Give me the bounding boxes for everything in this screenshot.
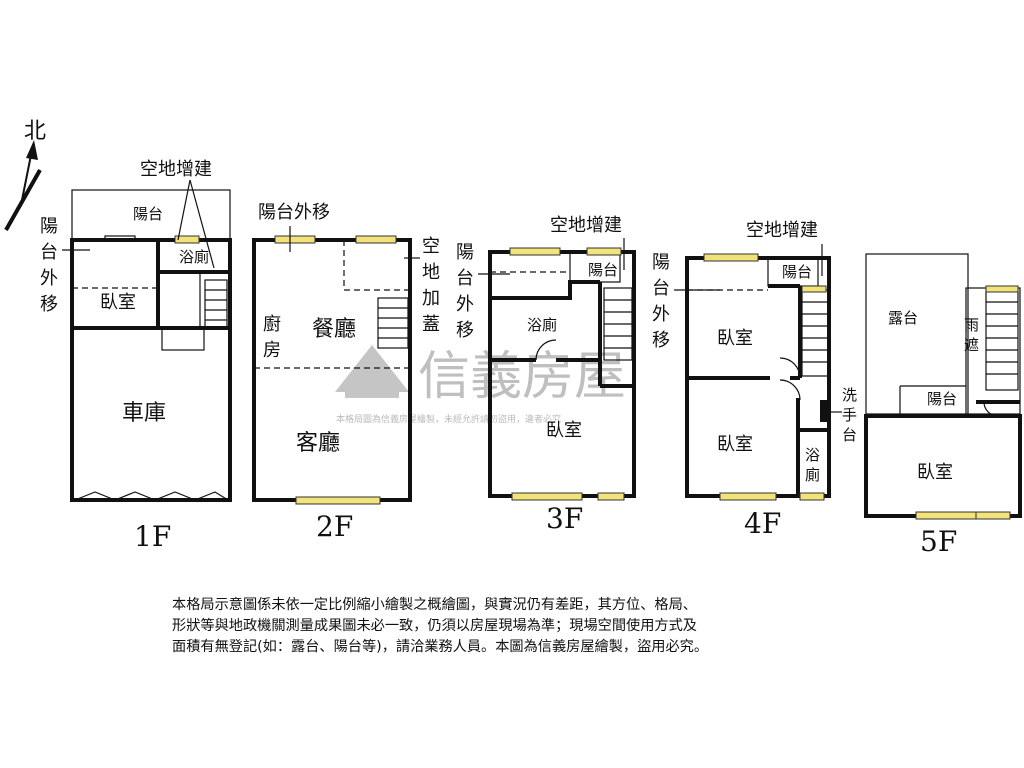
3f-balcony-label: 陽台	[588, 261, 618, 279]
4f-balcony-moved-2: 台	[652, 278, 670, 299]
1f-garage-label: 車庫	[122, 401, 166, 426]
2f-balcony-moved-note: 陽台外移	[258, 202, 330, 223]
2f-dining-label: 餐廳	[312, 317, 356, 342]
4f-balcony-moved-4: 移	[652, 330, 670, 351]
3f-balcony-moved-4: 移	[456, 320, 474, 341]
north-compass: 北	[4, 119, 46, 231]
2f-living-label: 客廳	[296, 431, 340, 456]
3f-balcony-moved-1: 陽	[456, 242, 474, 263]
floor-4f: 空地增建 陽台 陽 台 外 移 臥室 臥室 浴 廁 洗 手 台 4F	[652, 220, 857, 540]
disclaimer-line-3: 面積有無登記(如：露台、陽台等)，請洽業務人員。本圖為信義房屋繪製，盜用必究。	[172, 639, 709, 655]
2f-vacant-roof-2: 地	[422, 262, 440, 283]
disclaimer-line-2: 形狀等與地政機關測量成果圖未必一致，仍須以房屋現場為準；現場空間使用方式及	[172, 618, 697, 634]
watermark: 信義房屋 本格局圖為信義房屋繪製，未經允許請勿盜用，違者必究	[335, 345, 626, 425]
2f-vacant-roof-4: 蓋	[422, 314, 440, 335]
1f-vacant-addition-note: 空地增建	[140, 159, 212, 180]
watermark-notice: 本格局圖為信義房屋繪製，未經允許請勿盜用，違者必究	[336, 413, 561, 425]
4f-sink-label-3: 台	[842, 426, 857, 444]
3f-floor-label: 3F	[546, 502, 583, 535]
brand-logo-icon	[335, 345, 409, 398]
4f-bath-label-2: 廁	[805, 466, 820, 484]
2f-vacant-roof-1: 空	[422, 236, 440, 257]
3f-vacant-addition-note: 空地增建	[550, 215, 622, 236]
1f-balcony-moved-4: 移	[40, 294, 58, 315]
3f-bedroom-label: 臥室	[546, 420, 582, 441]
2f-floor-label: 2F	[316, 510, 353, 543]
2f-vacant-roof-3: 加	[422, 288, 440, 309]
5f-bedroom-label: 臥室	[917, 462, 953, 483]
5f-shed-label-2: 遮	[964, 336, 979, 354]
1f-balcony-moved-1: 陽	[40, 216, 58, 237]
floor-5f: 露台 雨 遮 陽台 臥室 5F	[864, 253, 1022, 558]
disclaimer-text: 本格局示意圖係未依一定比例縮小繪製之概繪圖，與實況仍有差距，其方位、格局、 形狀…	[172, 595, 872, 658]
disclaimer-line-1: 本格局示意圖係未依一定比例縮小繪製之概繪圖，與實況仍有差距，其方位、格局、	[172, 597, 697, 613]
north-label: 北	[24, 119, 46, 144]
floor-3f: 空地增建 陽台 陽 台 外 移 浴廁 臥室 3F	[456, 215, 636, 535]
2f-kitchen-label-1: 廚	[263, 313, 281, 335]
1f-floor-label: 1F	[134, 520, 171, 553]
4f-bath-label-1: 浴	[805, 446, 820, 464]
1f-bedroom-label: 臥室	[100, 292, 136, 313]
4f-balcony-label: 陽台	[782, 263, 812, 281]
3f-balcony-moved-2: 台	[456, 268, 474, 289]
1f-balcony-label: 陽台	[133, 205, 163, 223]
1f-balcony-moved-2: 台	[40, 242, 58, 263]
4f-balcony-moved-1: 陽	[652, 252, 670, 273]
watermark-brand: 信義房屋	[418, 347, 626, 407]
floor-1f: 陽台 浴廁 臥室 車庫 空地增建 陽 台 外 移 1F	[40, 159, 232, 553]
2f-kitchen-label-2: 房	[263, 340, 281, 361]
4f-sink-label-1: 洗	[842, 386, 857, 404]
5f-shed-label-1: 雨	[964, 316, 979, 334]
4f-balcony-moved-3: 外	[652, 304, 670, 325]
1f-bath-label: 浴廁	[179, 248, 209, 266]
floor-2f: 陽台外移 廚 房 餐廳 客廳 空 地 加 蓋 2F	[252, 202, 440, 543]
4f-bedroom-top-label: 臥室	[717, 328, 753, 349]
4f-bedroom-bottom-label: 臥室	[717, 434, 753, 455]
4f-sink-label-2: 手	[842, 406, 857, 424]
5f-balcony-label: 陽台	[927, 390, 957, 408]
3f-bath-label: 浴廁	[527, 316, 557, 334]
4f-floor-label: 4F	[744, 507, 781, 540]
north-arrow-icon	[26, 140, 38, 160]
4f-vacant-addition-note: 空地增建	[746, 220, 818, 241]
1f-balcony-moved-3: 外	[40, 268, 58, 289]
5f-terrace-label: 露台	[888, 309, 918, 327]
3f-balcony-moved-3: 外	[456, 294, 474, 315]
5f-floor-label: 5F	[920, 525, 957, 558]
